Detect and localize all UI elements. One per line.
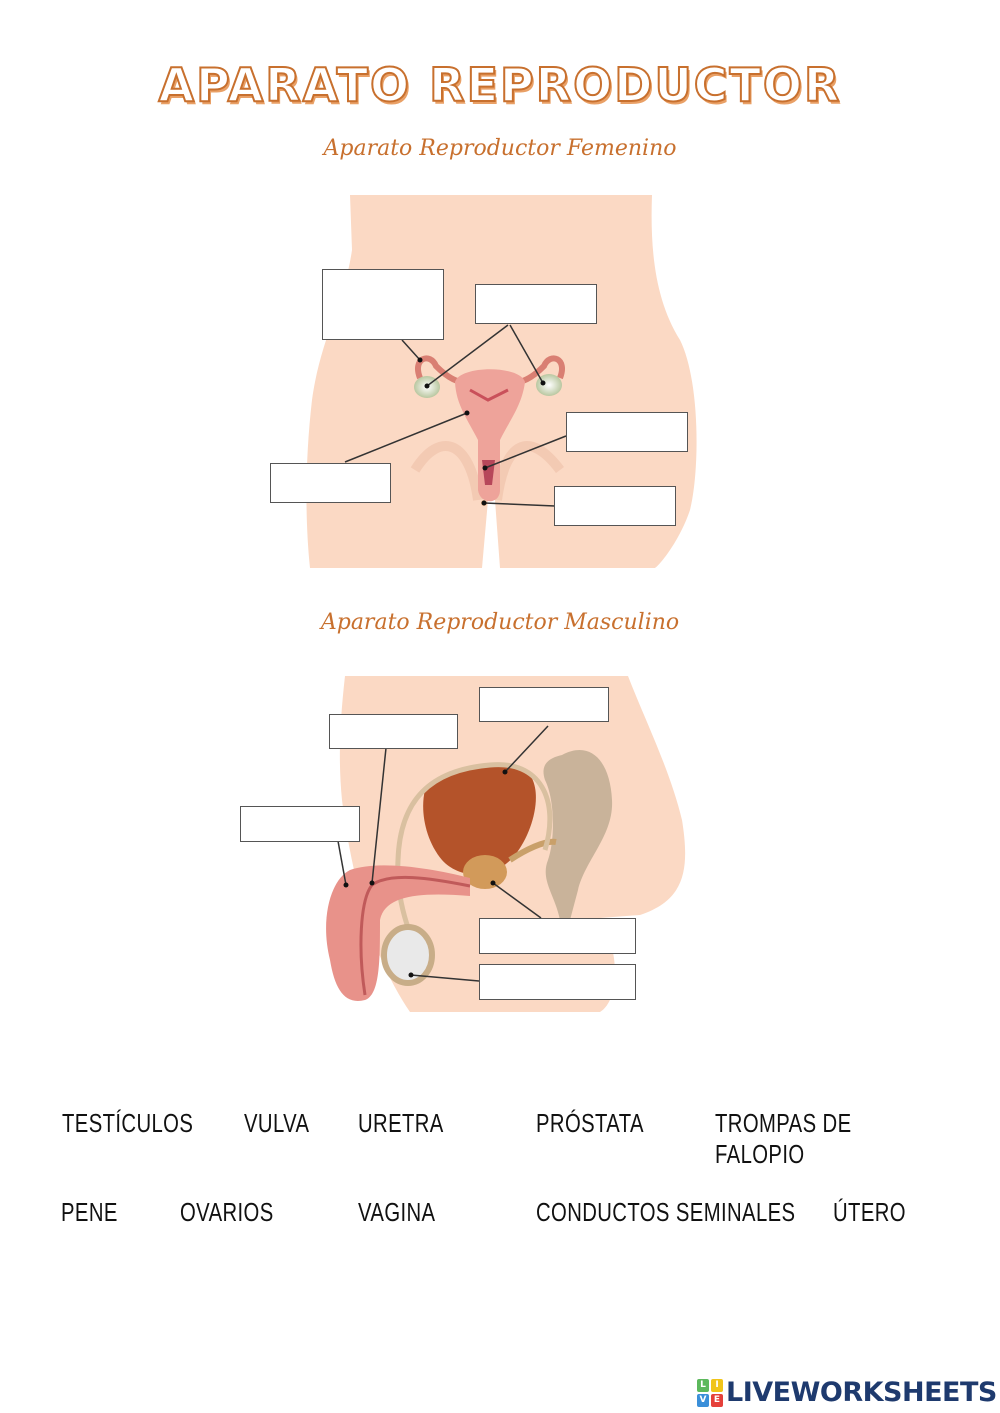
logo-tile-i: I	[711, 1378, 723, 1392]
male-label-box-prostate[interactable]	[479, 918, 636, 954]
word-utero[interactable]: ÚTERO	[833, 1197, 906, 1227]
female-leader-lines	[344, 324, 567, 507]
word-vulva[interactable]: VULVA	[244, 1108, 310, 1138]
female-label-box-uterus[interactable]	[270, 463, 391, 503]
prostate	[463, 855, 507, 889]
brand-name: LIVEWORKSHEETS	[726, 1377, 997, 1408]
word-uretra[interactable]: URETRA	[358, 1108, 444, 1138]
male-label-box-penis[interactable]	[240, 806, 360, 842]
word-pene[interactable]: PENE	[61, 1197, 118, 1227]
male-label-box-urethra[interactable]	[329, 714, 458, 749]
ovary-right	[536, 374, 562, 396]
female-label-box-vagina[interactable]	[566, 412, 688, 452]
testis	[381, 924, 435, 986]
logo-tile-l: L	[697, 1378, 709, 1392]
logo-tiles-icon: L I V E	[697, 1378, 723, 1407]
male-subtitle: Aparato Reproductor Masculino	[320, 610, 680, 635]
female-label-box-fallopian-tubes[interactable]	[475, 284, 597, 324]
female-label-box-vulva[interactable]	[554, 486, 676, 526]
logo-tile-v: V	[697, 1393, 709, 1407]
word-ovarios[interactable]: OVARIOS	[180, 1197, 274, 1227]
male-label-box-testicles[interactable]	[479, 964, 636, 1000]
male-label-box-seminal-ducts[interactable]	[479, 687, 609, 722]
liveworksheets-logo[interactable]: L I V E LIVEWORKSHEETS	[697, 1377, 997, 1408]
male-diagram	[326, 676, 686, 1012]
uterus	[455, 369, 525, 502]
female-label-box-ovaries[interactable]	[322, 269, 444, 340]
bladder	[423, 766, 536, 875]
logo-tile-e: E	[711, 1393, 723, 1407]
word-conductos[interactable]: CONDUCTOS SEMINALES	[536, 1197, 796, 1227]
word-trompas[interactable]: TROMPAS DE FALOPIO	[715, 1108, 852, 1169]
female-subtitle: Aparato Reproductor Femenino	[323, 136, 677, 161]
rectum	[543, 750, 613, 920]
word-vagina[interactable]: VAGINA	[358, 1197, 436, 1227]
page-title: APARATO REPRODUCTOR	[158, 57, 842, 113]
male-leader-lines	[337, 725, 549, 982]
vas-deferens	[395, 762, 553, 952]
word-testiculos[interactable]: TESTÍCULOS	[62, 1108, 194, 1138]
word-prostata[interactable]: PRÓSTATA	[536, 1108, 644, 1138]
